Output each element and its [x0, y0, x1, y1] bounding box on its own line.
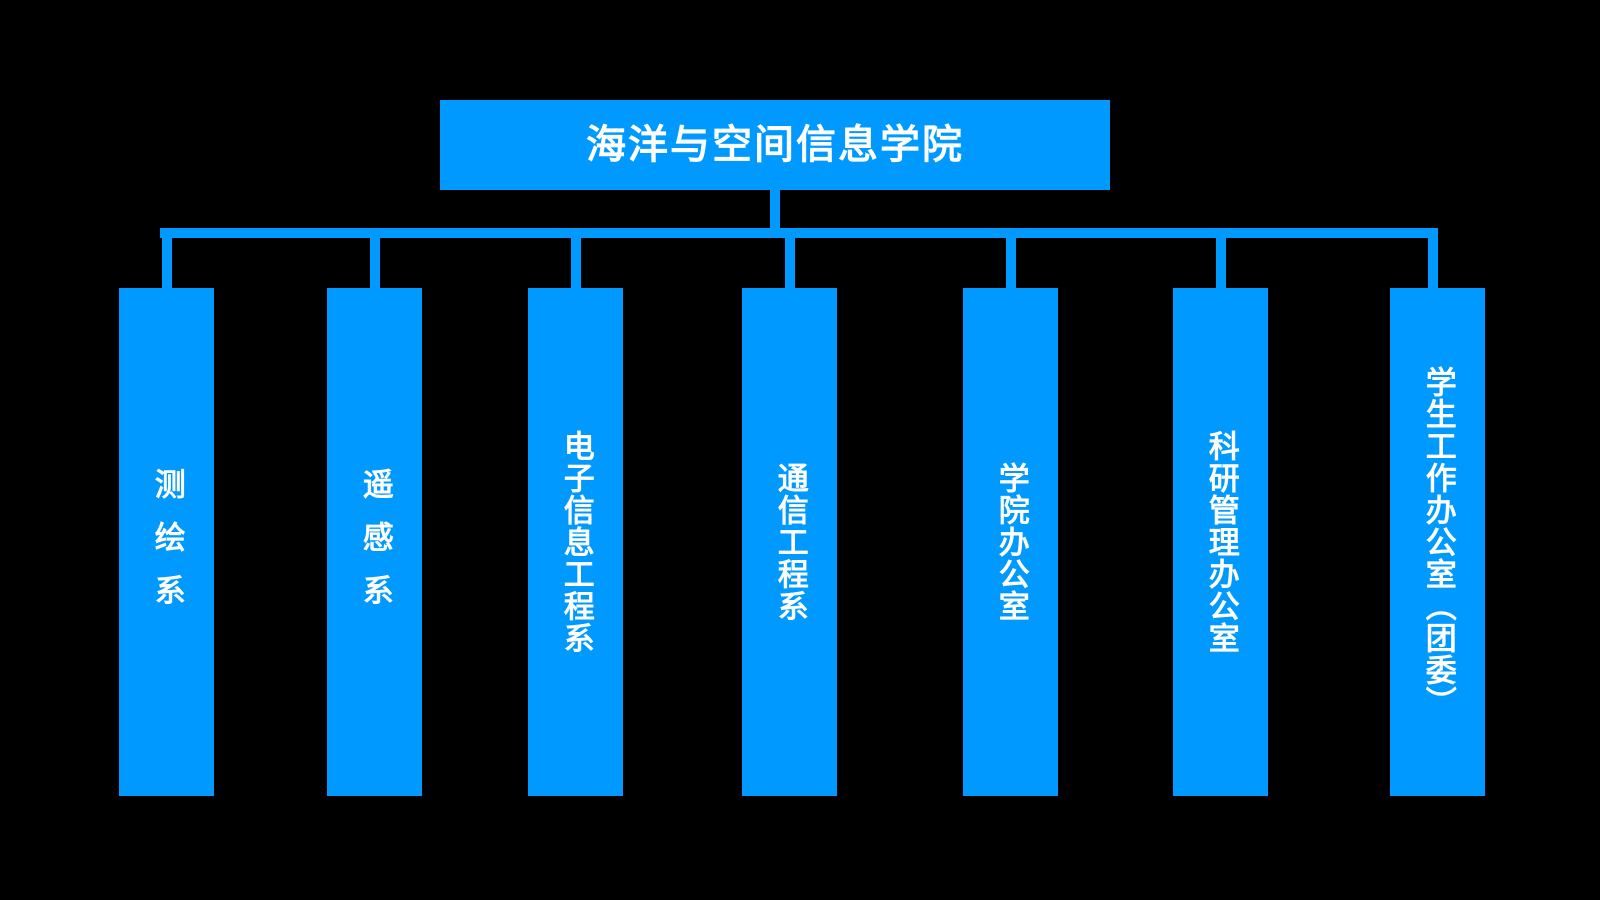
org-node-student-affairs-office[interactable]: 学生工作办公室（团委）: [1390, 288, 1485, 796]
connector-drop-5: [1006, 228, 1016, 290]
connector-horizontal-bus: [160, 228, 1438, 238]
org-node-surveying-mapping-department[interactable]: 测绘系: [119, 288, 214, 796]
org-node-root[interactable]: 海洋与空间信息学院: [440, 100, 1110, 190]
org-node-label-4: 通信工程系: [771, 462, 808, 622]
connector-drop-4: [785, 228, 795, 290]
connector-drop-1: [162, 228, 172, 290]
org-node-label-2: 遥感系: [356, 468, 393, 627]
org-node-electronic-information-engineering-department[interactable]: 电子信息工程系: [528, 288, 623, 796]
org-node-college-office[interactable]: 学院办公室: [963, 288, 1058, 796]
connector-root-stem: [770, 190, 780, 230]
org-node-remote-sensing-department[interactable]: 遥感系: [327, 288, 422, 796]
org-node-label-6: 科研管理办公室: [1202, 430, 1239, 654]
org-node-research-management-office[interactable]: 科研管理办公室: [1173, 288, 1268, 796]
org-node-root-label: 海洋与空间信息学院: [586, 122, 964, 168]
org-node-label-3: 电子信息工程系: [557, 430, 594, 654]
connector-drop-2: [370, 228, 380, 290]
org-node-communication-engineering-department[interactable]: 通信工程系: [742, 288, 837, 796]
org-node-label-7: 学生工作办公室（团委）: [1419, 366, 1456, 718]
connector-drop-3: [571, 228, 581, 290]
org-node-label-5: 学院办公室: [992, 462, 1029, 622]
org-node-label-1: 测绘系: [148, 468, 185, 627]
connector-drop-7: [1428, 228, 1438, 290]
connector-drop-6: [1216, 228, 1226, 290]
